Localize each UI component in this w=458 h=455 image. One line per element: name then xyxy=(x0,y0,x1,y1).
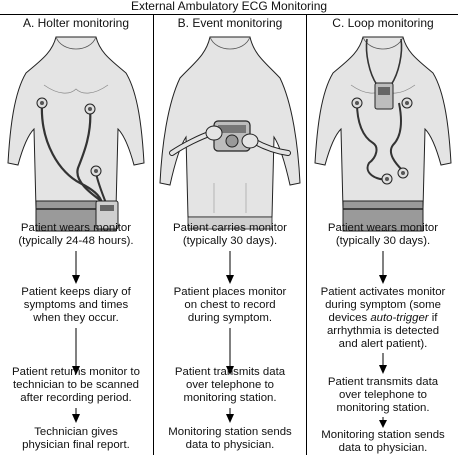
panel-holter: A. Holter monitoring Patient wears monit… xyxy=(0,15,152,455)
panel-heading: A. Holter monitoring xyxy=(22,16,130,30)
arrow-down-icon xyxy=(68,408,84,424)
arrow-down-icon xyxy=(375,353,391,375)
arrow-down-icon xyxy=(375,417,391,429)
event-torso-illustration xyxy=(159,36,301,230)
panel-heading: C. Loop monitoring xyxy=(332,16,434,30)
arrow-down-icon xyxy=(222,408,238,424)
panel-loop: C. Loop monitoring Patient wears monitor… xyxy=(306,15,458,455)
arrow-down-icon xyxy=(375,251,391,285)
arrow-down-icon xyxy=(68,328,84,376)
arrow-down-icon xyxy=(222,251,238,285)
step-2-text: Patient activates monitor during symptom… xyxy=(320,286,446,350)
step-1-text: Patient wears monitor(typically 30 days)… xyxy=(327,222,439,247)
holter-torso-illustration xyxy=(7,36,145,232)
step-1-text: Patient wears monitor(typically 24-48 ho… xyxy=(18,222,134,247)
auto-trigger-term: auto-trigger xyxy=(370,312,429,324)
loop-torso-illustration xyxy=(314,36,452,232)
arrow-down-icon xyxy=(222,328,238,376)
step-1-text: Patient carries monitor(typically 30 day… xyxy=(173,222,287,247)
panel-heading: B. Event monitoring xyxy=(177,16,283,30)
panel-event: B. Event monitoring Patient carries moni… xyxy=(153,15,306,455)
arrow-down-icon xyxy=(68,251,84,285)
figure-title: External Ambulatory ECG Monitoring xyxy=(0,0,458,15)
